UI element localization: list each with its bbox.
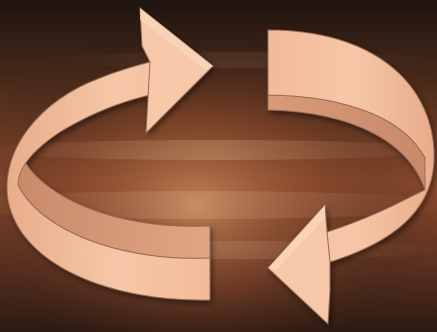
background (0, 0, 437, 332)
cycle-diagram-svg (0, 0, 437, 332)
cycle-diagram (0, 0, 437, 332)
